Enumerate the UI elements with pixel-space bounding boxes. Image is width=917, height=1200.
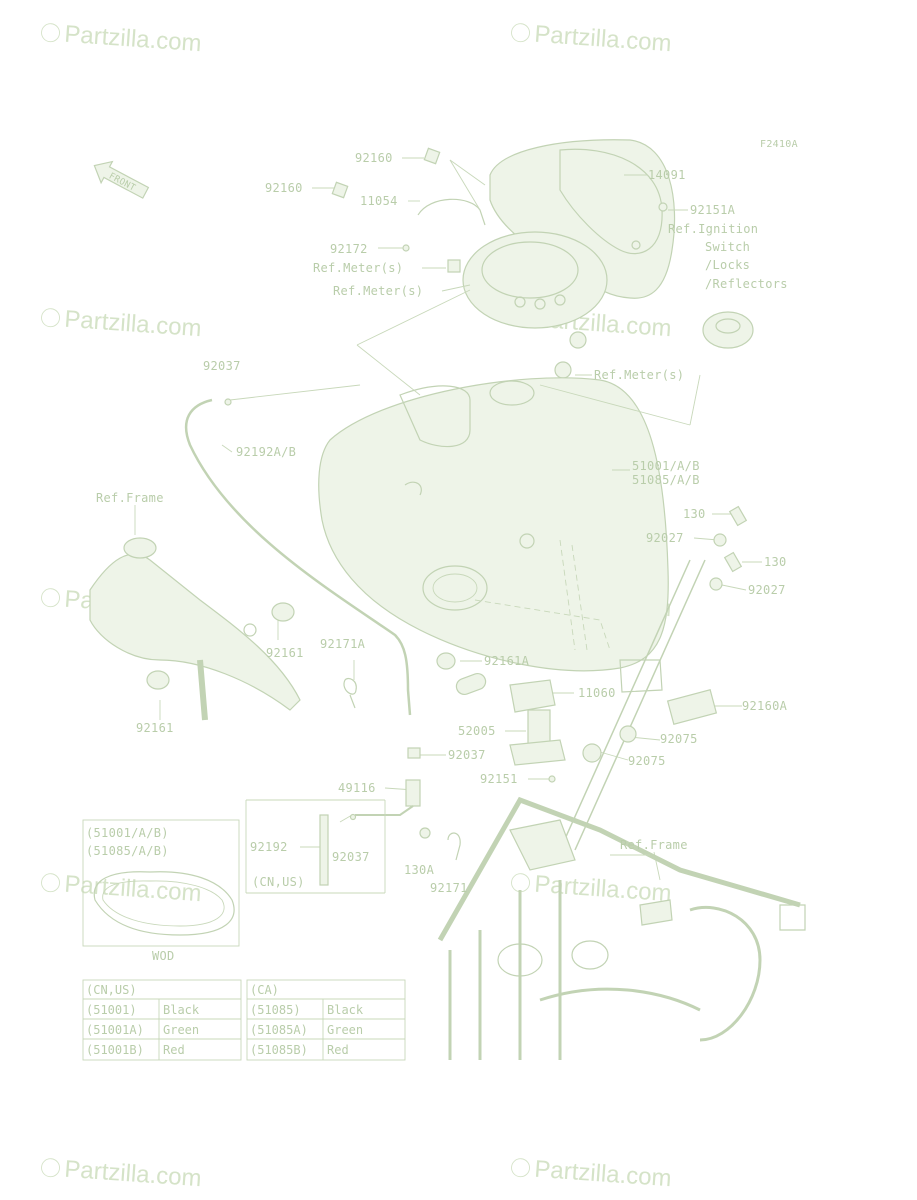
label-ref-ignition: Switch [705,240,750,254]
label-130: 130 [683,507,706,521]
watermark: Partzilla.com [511,1156,673,1193]
label-92037: 92037 [448,748,486,762]
label-ref-frame: Ref.Frame [96,491,164,505]
table-cell-color: Red [163,1043,185,1057]
label-130: 130 [764,555,787,569]
table-cell-code: (51001) [86,1003,137,1017]
table-cell-code: (51085B) [250,1043,308,1057]
svg-text:(51001/A/B): (51001/A/B) [86,826,169,840]
label-92161: 92161 [136,721,174,735]
figure-code: F2410A [760,139,798,150]
label-51085ab: 51085/A/B [632,473,700,487]
label-92027: 92027 [748,583,786,597]
label-ref-meter: Ref.Meter(s) [313,261,403,275]
table-cell-color: Red [327,1043,349,1057]
watermark: Partzilla.com [41,871,203,908]
label-92075: 92075 [660,732,698,746]
label-92151a: 92151A [690,203,736,217]
label-52005: 52005 [458,724,496,738]
hose-clamp [343,677,357,709]
front-arrow-icon: FRONT [93,160,150,199]
label-ref-ignition: Ref.Ignition [668,222,758,236]
lower-hose-assembly [319,747,461,886]
label-11054: 11054 [360,194,398,208]
label-ref-meter: Ref.Meter(s) [594,368,684,382]
color-table-cn-us: (CN,US) (51001) Black (51001A) Green (51… [82,979,242,1061]
table-cell-color: Green [327,1023,363,1037]
watermark: Partzilla.com [41,306,203,343]
svg-text:Partzilla.com: Partzilla.com [534,871,673,908]
table-cell-code: (51085) [250,1003,301,1017]
label-ref-ignition: /Reflectors [705,277,788,291]
watermark: Partzilla.com [511,871,673,908]
label-51001ab: 51001/A/B [632,459,700,473]
frame-left [89,537,301,721]
svg-text:Partzilla.com: Partzilla.com [64,306,203,343]
table-header: (CN,US) [86,983,137,997]
label-92027: 92027 [646,531,684,545]
label-92192ab: 92192A/B [236,445,296,459]
inset-brace-box [245,799,386,894]
label-14091: 14091 [648,168,686,182]
label-11060: 11060 [578,686,616,700]
meter-assembly [462,231,608,379]
part-labels: 92160 92160 11054 92172 Ref.Meter(s) Ref… [96,151,788,895]
watermark: Partzilla.com [41,21,203,58]
label-92172: 92172 [330,242,368,256]
label-92160: 92160 [355,151,393,165]
watermark: Partzilla.com [41,1156,203,1193]
svg-text:Partzilla.com: Partzilla.com [534,21,673,58]
svg-text:Partzilla.com: Partzilla.com [64,871,203,908]
label-49116: 49116 [338,781,376,795]
label-92037: 92037 [203,359,241,373]
tank-mount-hardware [559,505,748,851]
label-92037: 92037 [332,850,370,864]
label-92151: 92151 [480,772,518,786]
watermark: Partzilla.com [511,21,673,58]
label-92171: 92171 [430,881,468,895]
meter-cover [489,139,676,299]
table-cell-code: (51085A) [250,1023,308,1037]
table-cell-code: (51001B) [86,1043,144,1057]
frame-right [437,796,806,1060]
label-92161a: 92161A [484,654,530,668]
label-92161: 92161 [266,646,304,660]
vent-hose [184,398,412,716]
ignition-lock-cap [658,202,754,349]
table-header: (CA) [250,983,279,997]
table-cell-color: Black [163,1003,200,1017]
label-cn-us: (CN,US) [252,875,305,889]
label-ref-frame: Ref.Frame [620,838,688,852]
label-92160a: 92160A [742,699,788,713]
fuel-pump-assembly [436,652,566,783]
label-ref-meter: Ref.Meter(s) [333,284,423,298]
label-92075: 92075 [628,754,666,768]
label-130a: 130A [404,863,435,877]
table-cell-code: (51001A) [86,1023,144,1037]
leader-lines [134,157,762,881]
svg-text:Partzilla.com: Partzilla.com [64,21,203,58]
inset-caption: WOD [152,949,175,963]
svg-text:Partzilla.com: Partzilla.com [534,1156,673,1193]
label-ref-ignition: /Locks [705,258,750,272]
table-cell-color: Green [163,1023,199,1037]
label-92192: 92192 [250,840,288,854]
table-cell-color: Black [327,1003,364,1017]
svg-text:Partzilla.com: Partzilla.com [64,1156,203,1193]
inset-wod: (51001/A/B) (51085/A/B) WOD [82,819,240,963]
label-92171a: 92171A [320,637,366,651]
fuel-tank [318,377,669,672]
svg-text:(51085/A/B): (51085/A/B) [86,844,169,858]
color-table-ca: (CA) (51085) Black (51085A) Green (51085… [246,979,406,1061]
label-92160: 92160 [265,181,303,195]
